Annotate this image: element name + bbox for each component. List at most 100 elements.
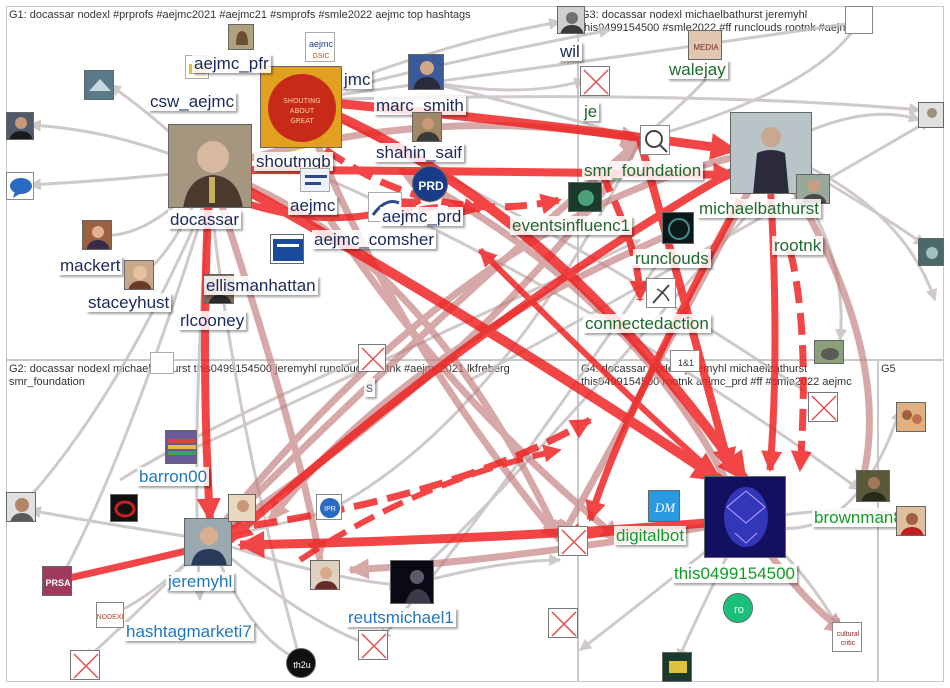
node-g5-1-avatar[interactable] — [896, 402, 926, 432]
node-g2-x-2-avatar[interactable] — [548, 608, 578, 638]
chat-bubble-icon — [7, 173, 34, 200]
node-ro-avatar[interactable]: ro — [723, 593, 753, 623]
node-aejmc-prd-label: aejmc_prd — [380, 207, 463, 226]
node-aejmc-avatar[interactable] — [300, 168, 330, 192]
node-mackert-avatar[interactable] — [82, 220, 112, 250]
node-aejmc-comsher-avatar[interactable] — [270, 234, 304, 264]
svg-text:DM: DM — [654, 500, 676, 515]
node-this0499154500-avatar[interactable] — [704, 476, 786, 558]
person-photo-icon — [7, 493, 36, 522]
node-shahin-saif-label: shahin_saif — [374, 143, 464, 162]
node-aejmc-pfr-label: aejmc_pfr — [192, 54, 271, 73]
svg-text:PRSA: PRSA — [45, 578, 71, 588]
node-right-1-avatar[interactable] — [918, 102, 944, 128]
node-connectedaction-avatar[interactable] — [646, 278, 676, 308]
node-ipre-avatar[interactable]: IPR — [316, 494, 342, 520]
node-unlv-avatar[interactable] — [110, 494, 138, 522]
svg-text:SHOUTING: SHOUTING — [283, 97, 320, 105]
node-csw-aejmc-label: csw_aejmc — [148, 92, 236, 111]
logo-icon: aejmcGSIC — [306, 33, 335, 62]
node-right-2-avatar[interactable] — [918, 238, 944, 266]
node-left-1-avatar[interactable] — [6, 112, 34, 140]
node-runclouds-label: runclouds — [633, 249, 711, 268]
person-photo-icon — [897, 507, 926, 536]
person-photo-icon — [897, 403, 926, 432]
logo-icon — [301, 169, 330, 192]
node-this0499154500-label: this0499154500 — [672, 564, 797, 583]
node-barron00-label: barron00 — [137, 467, 209, 486]
node-csw-aejmc-avatar[interactable] — [84, 70, 114, 100]
node-brownman84-avatar[interactable] — [856, 470, 890, 502]
node-runclouds-avatar[interactable] — [662, 212, 694, 244]
node-wil-avatar[interactable] — [557, 6, 585, 34]
node-je-label: je — [582, 102, 599, 121]
node-aejmc-comsher-label: aejmc_comsher — [312, 230, 436, 249]
node-shahin-saif-avatar[interactable] — [412, 112, 442, 142]
node-walejay-avatar[interactable]: MEDIA — [688, 30, 722, 60]
node-prsa-avatar[interactable]: PRSA — [42, 566, 72, 596]
svg-text:aejmc: aejmc — [309, 39, 334, 49]
node-g2-x-1-avatar[interactable] — [358, 630, 388, 660]
node-monitor-avatar[interactable] — [662, 652, 692, 682]
person-photo-icon — [7, 113, 34, 140]
node-elephant-avatar[interactable] — [814, 340, 844, 364]
node-g2-top-avatar[interactable] — [150, 352, 174, 374]
node-hashtagmarketi7-avatar[interactable]: NODEXL — [96, 602, 124, 628]
node-reutsmichael1-label: reutsmichael1 — [346, 608, 456, 627]
node-jeremyhl-avatar[interactable] — [184, 518, 232, 566]
svg-text:MEDIA: MEDIA — [693, 43, 719, 52]
node-top-right-avatar[interactable] — [845, 6, 873, 34]
node-barron00-avatar[interactable] — [165, 430, 197, 464]
node-aejmc-label: aejmc — [288, 196, 337, 215]
node-woman-avatar[interactable] — [310, 560, 340, 590]
person-photo-icon — [311, 561, 340, 590]
node-rootnk-label: rootnk — [772, 236, 823, 255]
node-michaelbathurst-label: michaelbathurst — [697, 199, 821, 218]
node-g4-x-avatar[interactable] — [558, 526, 588, 556]
node-man-g2-avatar[interactable] — [228, 494, 256, 522]
node-s-label: s — [364, 378, 375, 397]
person-photo-icon — [169, 125, 252, 208]
person-photo-icon — [125, 261, 154, 290]
node-chat-avatar[interactable] — [6, 172, 34, 200]
svg-text:critic: critic — [841, 640, 856, 647]
node-g4-top-x-avatar[interactable] — [808, 392, 838, 422]
node-smr-foundation-avatar[interactable] — [640, 125, 670, 155]
node-je-avatar[interactable] — [580, 66, 610, 96]
missing-image-icon — [809, 393, 838, 422]
svg-text:IPR: IPR — [324, 506, 336, 513]
node-hashtagmarketi7-label: hashtagmarketi7 — [124, 622, 254, 641]
node-connectedaction-label: connectedaction — [583, 314, 711, 333]
svg-text:PRD: PRD — [418, 179, 444, 193]
logo-icon: SHOUTING ABOUT GREAT — [261, 67, 342, 148]
node-g2-bottom-x-avatar[interactable] — [70, 650, 100, 680]
node-docassar-label: docassar — [168, 210, 241, 229]
node-eventsinfluenc1-label: eventsinfluenc1 — [510, 216, 632, 235]
monitor-icon — [663, 653, 692, 682]
logo-icon: MEDIA — [689, 31, 722, 60]
node-marc-smith-avatar[interactable] — [408, 54, 444, 90]
logo-icon — [919, 239, 944, 266]
node-th2u-avatar[interactable]: th2u — [286, 648, 316, 678]
node-bell-avatar[interactable] — [228, 24, 254, 50]
node-eventsinfluenc1-avatar[interactable] — [568, 182, 602, 212]
node-g5-2-avatar[interactable] — [896, 506, 926, 536]
node-hash-avatar[interactable]: 1&1 — [670, 350, 700, 372]
node-reutsmichael1-avatar[interactable] — [390, 560, 434, 604]
person-photo-icon — [558, 7, 585, 34]
node-staceyhust-avatar[interactable] — [124, 260, 154, 290]
node-digitalbot-avatar[interactable]: DM — [648, 490, 680, 522]
node-jeremyhl-label: jeremyhl — [166, 572, 234, 591]
node-shoutmgb-avatar[interactable]: SHOUTING ABOUT GREAT — [260, 66, 342, 148]
node-docassar-avatar[interactable] — [168, 124, 252, 208]
node-aejmc-prd-avatar[interactable]: PRD — [412, 166, 448, 202]
node-smr-foundation-label: smr_foundation — [582, 161, 703, 180]
person-photo-icon — [229, 495, 256, 522]
svg-text:NODEXL: NODEXL — [97, 614, 124, 621]
node-g2-left-avatar[interactable] — [6, 492, 36, 522]
node-s-avatar[interactable] — [358, 344, 386, 372]
